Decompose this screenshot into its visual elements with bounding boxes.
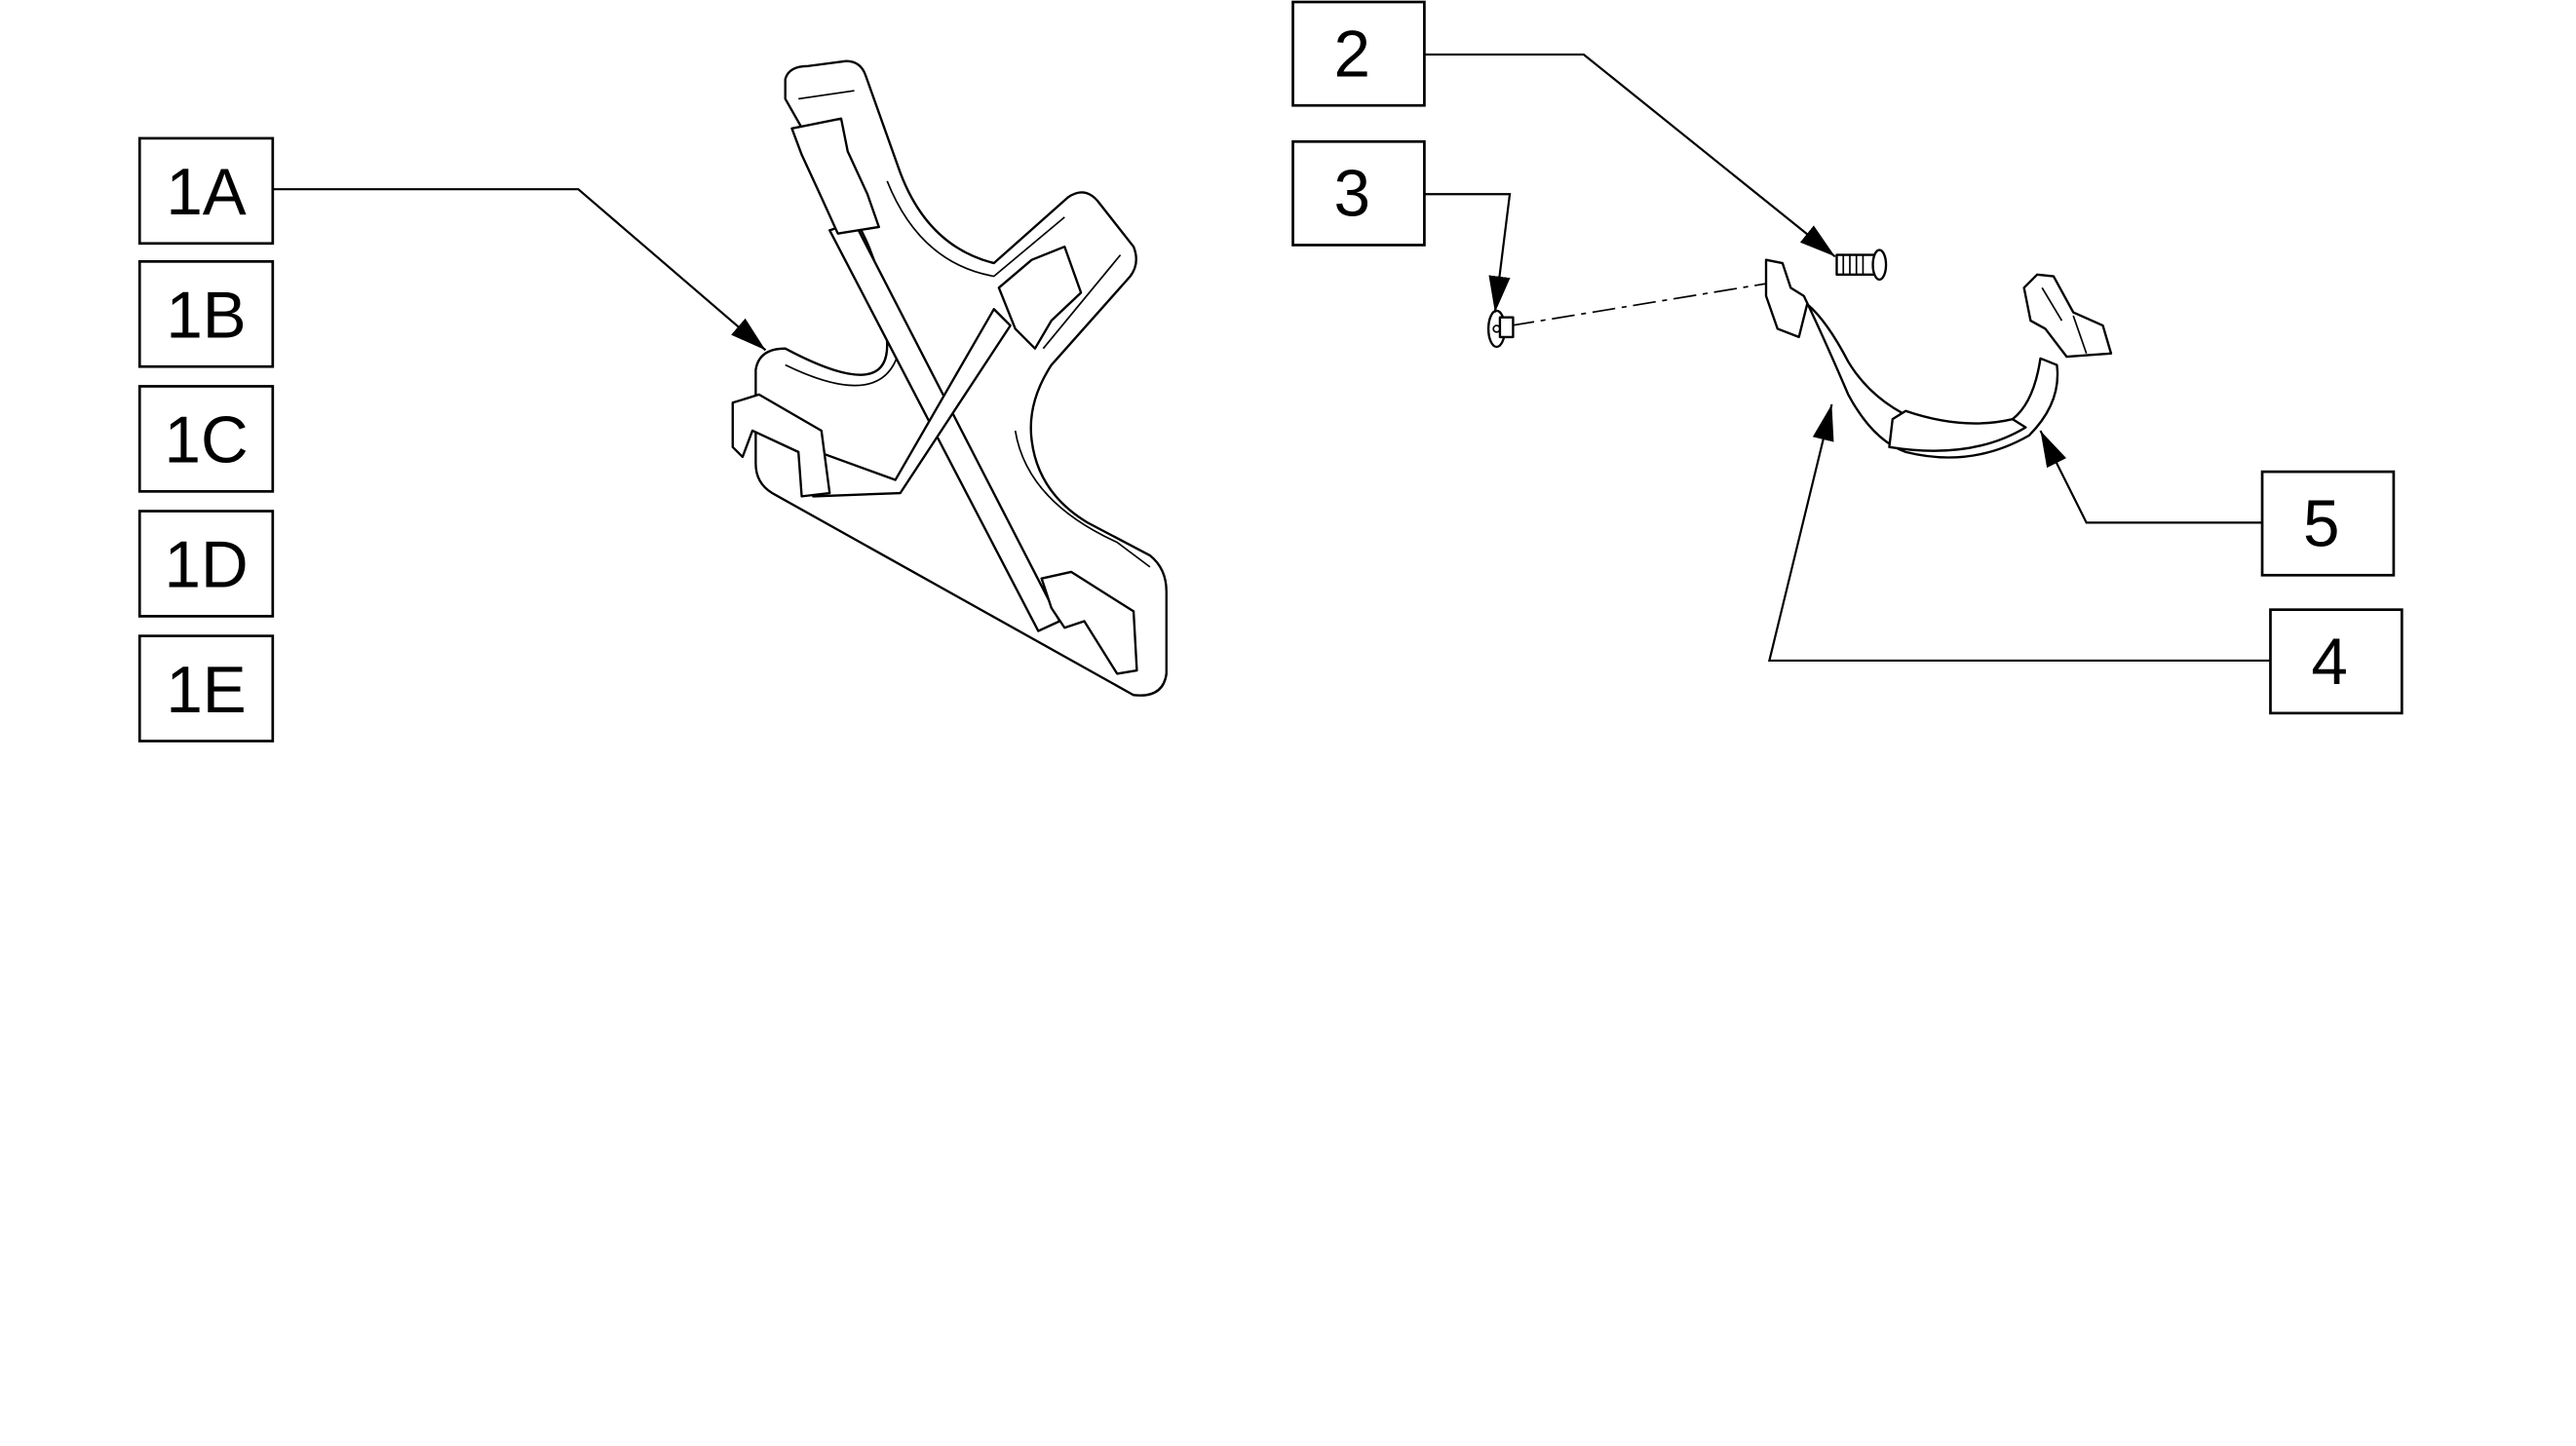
callout-4: 4 bbox=[2269, 608, 2403, 715]
nut-drawing bbox=[1486, 309, 1515, 349]
connector-drawing bbox=[2022, 273, 2113, 359]
leader-3 bbox=[1424, 193, 1512, 313]
callout-label: 1C bbox=[164, 404, 248, 477]
leader-2 bbox=[1424, 53, 1836, 258]
callout-1E: 1E bbox=[137, 634, 275, 742]
leader-5 bbox=[2039, 430, 2263, 524]
callout-label: 1D bbox=[164, 529, 248, 602]
callout-1D: 1D bbox=[137, 510, 275, 618]
leader-1A bbox=[272, 188, 767, 352]
harness-assembly-drawing bbox=[1486, 248, 2113, 459]
callout-label: 1A bbox=[166, 156, 246, 229]
callout-5: 5 bbox=[2260, 470, 2396, 577]
callout-2: 2 bbox=[1291, 0, 1426, 107]
callout-label: 3 bbox=[1333, 158, 1370, 231]
bracket-assembly-drawing bbox=[731, 59, 1168, 697]
screw-drawing bbox=[1835, 248, 1888, 282]
callout-1C: 1C bbox=[137, 385, 275, 493]
callout-label: 5 bbox=[2303, 488, 2340, 561]
callout-label: 1E bbox=[166, 654, 246, 727]
callout-1B: 1B bbox=[137, 260, 275, 368]
callout-label: 1B bbox=[166, 279, 246, 352]
callout-3: 3 bbox=[1291, 139, 1426, 247]
leader-lines bbox=[272, 53, 2271, 663]
callout-label: 2 bbox=[1333, 18, 1370, 91]
callout-1A: 1A bbox=[137, 136, 275, 246]
leader-4 bbox=[1767, 403, 2271, 663]
callout-label: 4 bbox=[2311, 626, 2348, 699]
